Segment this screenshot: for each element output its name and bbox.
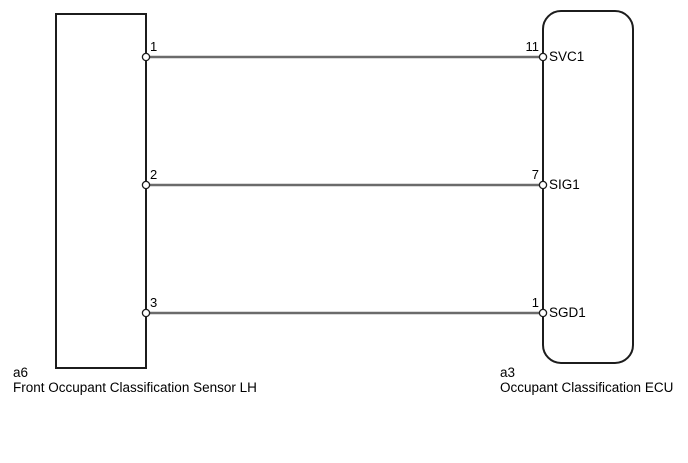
right-pin-1-terminal [538, 308, 548, 318]
left-pin-3-terminal [141, 308, 151, 318]
signal-label-sig1: SIG1 [549, 177, 580, 192]
right-component-code: a3 [500, 365, 515, 380]
signal-label-svc1: SVC1 [549, 49, 584, 64]
left-pin-2-terminal [141, 180, 151, 190]
left-component-label: Front Occupant Classification Sensor LH [13, 380, 257, 395]
right-pin-7-terminal [538, 180, 548, 190]
left-component-box [55, 13, 147, 369]
left-pin-1-terminal [141, 52, 151, 62]
right-pin-7-number: 7 [532, 167, 539, 182]
right-pin-1-number: 1 [532, 295, 539, 310]
right-pin-11-number: 11 [526, 39, 540, 54]
left-component-code: a6 [13, 365, 28, 380]
left-pin-1-number: 1 [150, 39, 157, 54]
signal-label-sgd1: SGD1 [549, 305, 586, 320]
right-component-label: Occupant Classification ECU [500, 380, 673, 395]
left-pin-2-number: 2 [150, 167, 157, 182]
right-pin-11-terminal [538, 52, 548, 62]
left-pin-3-number: 3 [150, 295, 157, 310]
